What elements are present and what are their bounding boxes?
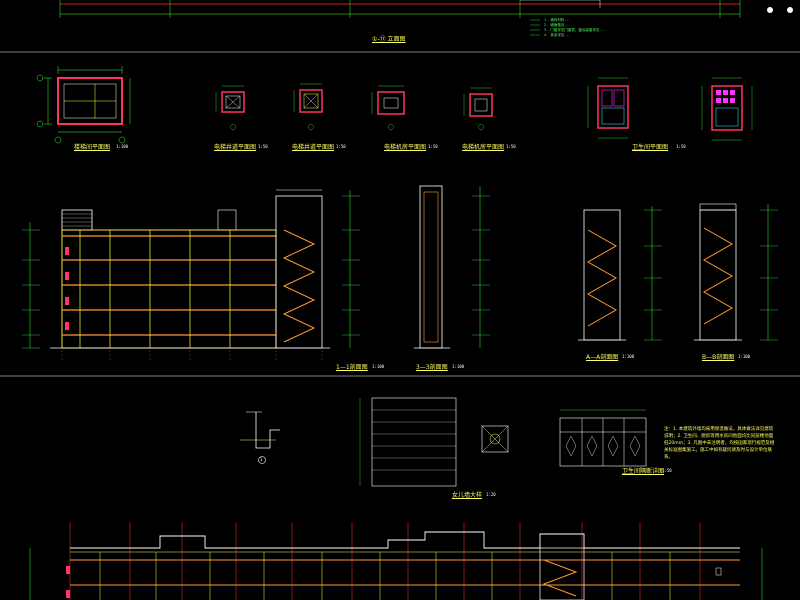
top-elevation-title: ①-⑪ 立面图: [372, 36, 406, 43]
plan-scale-4: 1:50: [428, 144, 438, 149]
plan-title-3: 电梯井道平面图: [292, 144, 335, 151]
plan-machine-room-1: [371, 85, 405, 130]
plan-title-5: 电梯机房平面图: [462, 144, 505, 151]
detail-title-2: 卫生间隔断详图: [622, 468, 665, 475]
detail-drain: [481, 425, 509, 453]
section-scale-1: 1:100: [372, 364, 385, 369]
plan-toilet-2: [701, 77, 753, 141]
section-scale-4: 1:100: [738, 354, 751, 359]
section-title-4: B—B剖面图: [702, 354, 735, 361]
plan-title-4: 电梯机房平面图: [384, 144, 427, 151]
plan-scale-1: 1:100: [116, 144, 129, 149]
plan-stair: [36, 66, 131, 144]
right-general-note: 注：1. 本建筑外墙均采用保温做法，具体做法详见建筑说明；2. 卫生间、厨房等用…: [664, 427, 775, 460]
plan-machine-room-2: [463, 87, 493, 130]
plan-toilet-1: [587, 77, 629, 139]
top-elevation: [59, 0, 793, 36]
detail-circle-number: 1: [260, 457, 263, 462]
section-1-1: [22, 189, 360, 362]
plan-scale-5: 1:50: [506, 144, 516, 149]
plan-elevator-shaft-2: [293, 83, 323, 130]
top-note-3: 3. 门窗详见门窗表，窗台高度详见...: [544, 28, 606, 32]
section-3-3: [414, 185, 490, 349]
section-b-b: [694, 203, 778, 341]
section-title-2: 3—3剖面图: [416, 364, 448, 371]
plan-scale-6: 1:50: [676, 144, 686, 149]
detail-panel-grid: [359, 397, 457, 487]
section-a-a: [578, 206, 662, 341]
plan-title-6: 卫生间平面图: [632, 144, 669, 151]
bottom-elevation: [29, 522, 763, 600]
section-scale-3: 1:100: [622, 354, 635, 359]
detail-parapet: [240, 411, 280, 464]
detail-scale-1: 1:20: [486, 492, 496, 497]
detail-toilet-partition: [559, 409, 647, 467]
plan-title-1: 楼梯间平面图: [74, 144, 111, 151]
plan-scale-3: 1:50: [336, 144, 346, 149]
detail-scale-2: 1:50: [662, 468, 672, 473]
section-title-3: A—A剖面图: [586, 354, 619, 361]
detail-title-1: 女儿墙大样: [452, 492, 483, 499]
plan-scale-2: 1:50: [258, 144, 268, 149]
top-note-4: 4. 其余详见...: [544, 33, 571, 37]
top-note-2: 2. 墙面做法...: [544, 23, 571, 27]
sheet-dividers: [0, 51, 800, 377]
plan-elevator-shaft-1: [215, 85, 245, 130]
section-title-1: 1—1剖面图: [336, 364, 368, 371]
section-scale-2: 1:100: [452, 364, 465, 369]
plan-title-2: 电梯井道平面图: [214, 144, 257, 151]
top-note-1: 1. 墙体材料...: [544, 18, 571, 22]
